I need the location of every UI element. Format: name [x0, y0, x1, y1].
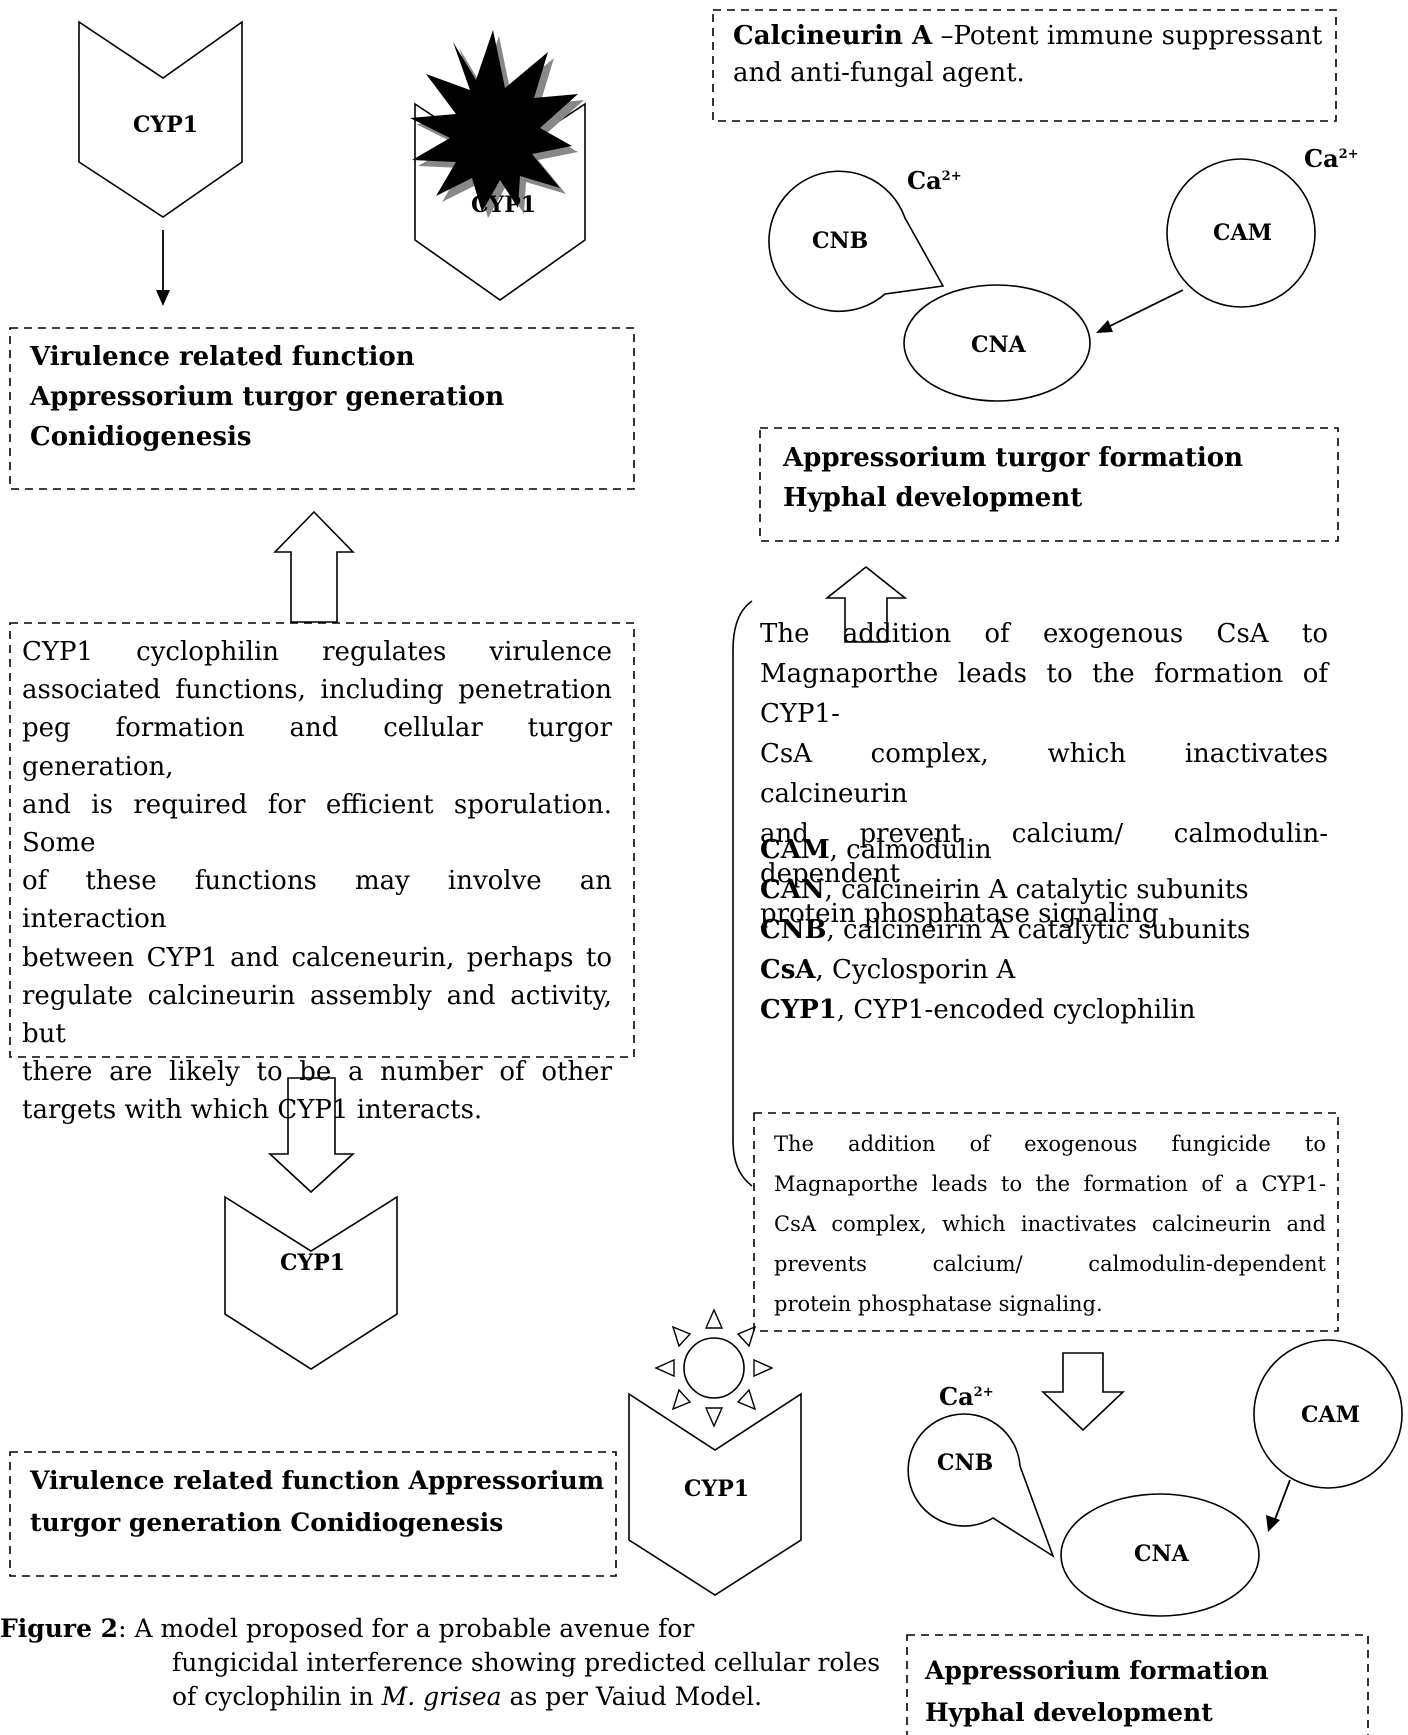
virulence-box-top-border [9, 327, 635, 490]
calcium-label-bottom: Ca2+ [939, 1382, 994, 1411]
virulence-bottom-line-2: turgor generation Conidiogenesis [30, 1508, 504, 1537]
legend-item-cam: CAM, calmodulin [760, 835, 992, 865]
cna-ellipse-top [903, 284, 1091, 402]
calcineurin-box-border [712, 9, 1337, 122]
figure-caption: Figure 2: A model proposed for a probabl… [0, 1612, 880, 1714]
fungicide-box: The addition of exogenous fungicide to M… [774, 1124, 1326, 1324]
cna-label-bottom: CNA [1134, 1541, 1189, 1567]
caption-line-2: fungicidal interference showing predicte… [172, 1648, 881, 1677]
fungicide-line: protein phosphatase signaling. [774, 1292, 1103, 1316]
fungicide-line: CsA complex, which inactivates calcineur… [774, 1212, 1326, 1236]
virulence-top-line-1: Virulence related function [30, 342, 415, 372]
csa-line: and prevent calcium/ calmodulin-dependen… [760, 819, 1328, 889]
abbreviation-legend: CAM, calmodulin CAN, calcineirin A catal… [760, 830, 1330, 1030]
calcineurin-line-1: Calcineurin A –Potent immune suppressant [733, 21, 1323, 51]
cam-circle-top [1166, 158, 1316, 308]
cyp1-desc-line: and is required for efficient sporulatio… [22, 789, 612, 859]
cyp1-description-box-border [9, 622, 635, 1058]
formation-box-bottom-border [906, 1634, 1369, 1735]
turgor-box-top-border [759, 427, 1339, 542]
cyp1-description-box: CYP1 cyclophilin regulates virulence ass… [22, 633, 612, 1130]
csa-line: Magnaporthe leads to the formation of CY… [760, 659, 1328, 729]
turgor-top-line-2: Hyphal development [783, 483, 1083, 513]
cyp1-desc-line: associated functions, including penetrat… [22, 675, 612, 706]
left-brace [732, 600, 753, 1187]
sun-icon-core [683, 1337, 745, 1399]
csa-line: protein phosphatase signaling [760, 899, 1159, 929]
formation-bottom-line-2: Hyphal development [925, 1698, 1213, 1727]
cyp1-desc-line: targets with which CYP1 interacts. [22, 1095, 483, 1126]
cyp1-desc-line: regulate calcineurin assembly and activi… [22, 980, 612, 1050]
virulence-box-bottom: Virulence related function Appressorium … [30, 1460, 610, 1544]
cna-label-top: CNA [971, 332, 1026, 358]
calcineurin-line-2: and anti-fungal agent. [733, 58, 1025, 88]
cam-to-cna-arrowhead-bottom [1266, 1515, 1280, 1532]
fungicide-line: prevents calcium/ calmodulin-dependent [774, 1252, 1326, 1276]
csa-paragraph: The addition of exogenous CsA to Magnapo… [760, 614, 1328, 934]
hollow-up-arrow-right [824, 565, 908, 643]
cyp1-label-bottom-right: CYP1 [684, 1476, 750, 1502]
virulence-top-line-3: Conidiogenesis [30, 422, 252, 452]
fungicide-line: Magnaporthe leads to the formation of a … [774, 1172, 1326, 1196]
virulence-top-line-2: Appressorium turgor generation [30, 382, 505, 412]
caption-line-3: of cyclophilin in M. grisea as per Vaiud… [172, 1682, 763, 1711]
fungicide-line: The addition of exogenous fungicide to [774, 1132, 1326, 1156]
cyp1-label-top-left: CYP1 [133, 112, 199, 138]
hollow-up-arrow-left [273, 510, 355, 623]
formation-box-bottom: Appressorium formation Hyphal developmen… [925, 1650, 1365, 1734]
cam-to-cna-arrow-bottom [1273, 1479, 1291, 1523]
csa-line: CsA complex, which inactivates calcineur… [760, 739, 1328, 809]
cam-circle-bottom [1253, 1339, 1403, 1489]
cna-ellipse-bottom [1060, 1493, 1260, 1617]
cyp1-label-top-mid: CYP1 [471, 192, 537, 218]
calcium-label-top-left: Ca2+ [907, 166, 962, 195]
cam-label-top: CAM [1213, 220, 1272, 246]
cyp1-desc-line: between CYP1 and calceneurin, perhaps to [22, 942, 612, 973]
cnb-label-top: CNB [812, 228, 869, 254]
cnb-callout-top [768, 170, 945, 313]
caption-line-1: Figure 2: A model proposed for a probabl… [0, 1614, 695, 1643]
cam-label-bottom: CAM [1301, 1402, 1360, 1428]
virulence-box-top: Virulence related function Appressorium … [30, 337, 620, 457]
down-arrow-head [156, 290, 170, 306]
cam-to-cna-arrow-top [1107, 289, 1184, 328]
sun-icon-rays [654, 1308, 774, 1428]
hollow-down-arrow-center [267, 1077, 356, 1194]
cnb-callout-bottom [907, 1413, 1055, 1558]
virulence-bottom-line-1: Virulence related function Appressorium [30, 1466, 605, 1495]
cyp1-chevron-top-left [78, 20, 243, 218]
formation-bottom-line-1: Appressorium formation [925, 1656, 1269, 1685]
starburst-icon [410, 30, 578, 212]
fungicide-box-border [753, 1112, 1339, 1332]
cyp1-desc-line: of these functions may involve an intera… [22, 866, 612, 935]
calcium-label-top-right: Ca2+ [1304, 144, 1359, 173]
cyp1-label-bottom-center: CYP1 [280, 1250, 346, 1276]
cyp1-desc-line: there are likely to be a number of other [22, 1057, 612, 1088]
csa-line: The addition of exogenous CsA to [760, 619, 1328, 649]
calcineurin-box: Calcineurin A –Potent immune suppressant… [733, 18, 1323, 92]
cyp1-chevron-bottom-right [628, 1392, 802, 1596]
cyp1-desc-line: peg formation and cellular turgor genera… [22, 713, 612, 782]
hollow-down-arrow-right [1040, 1352, 1126, 1432]
legend-item-can: CAN, calcineirin A catalytic subunits [760, 875, 1249, 905]
cnb-label-bottom: CNB [937, 1450, 994, 1476]
turgor-box-top: Appressorium turgor formation Hyphal dev… [783, 438, 1323, 518]
cyp1-desc-line: CYP1 cyclophilin regulates virulence [22, 637, 612, 667]
legend-item-cyp1: CYP1, CYP1-encoded cyclophilin [760, 995, 1196, 1025]
turgor-top-line-1: Appressorium turgor formation [783, 443, 1244, 473]
cyp1-chevron-bottom-center [224, 1195, 398, 1370]
cam-to-cna-arrowhead-top [1096, 320, 1113, 333]
legend-item-cnb: CNB, calcineirin A catalytic subunits [760, 915, 1251, 945]
legend-item-csa: CsA, Cyclosporin A [760, 955, 1016, 985]
